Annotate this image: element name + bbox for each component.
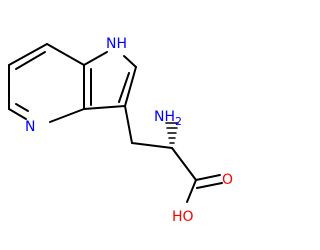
bond-c-o-double-inner [196,182,223,189]
atom-label-n-pyridine: N [25,119,35,135]
atom-label-amine: NH2 [154,109,182,128]
bond-calpha-cooh [171,147,197,181]
bond-c5-n4-inner [15,103,29,112]
bond-c3-cbeta [124,105,133,144]
atom-label-carbonyl-oxygen: O [222,172,233,188]
bond-c-oh [186,179,197,203]
atom-label-nh-indole: NH [106,36,127,52]
structure-canvas: NH N NH2 O HO [8,36,234,225]
bond-c2-c3-inner [118,72,130,103]
bond-n4-c3a [49,108,85,123]
amine-subscript: 2 [175,115,182,128]
amine-symbol: NH [154,109,175,125]
bond-c7a-c7 [46,43,85,66]
bond-c2-c3 [124,66,137,107]
molecule-structure: NH N NH2 O HO [8,36,233,225]
bond-c3-c3a [83,105,126,110]
stereo-hash-bond [165,122,179,144]
bond-c-o-double [195,174,221,181]
bond-c7-c6-inner [15,51,46,70]
bond-c7-c6 [8,43,48,66]
bond-cbeta-calpha [131,142,173,149]
bond-n1-c2 [123,55,137,68]
bond-c5-n4 [8,108,27,120]
atom-label-hydroxyl: HO [172,209,194,225]
bond-c7a-n1 [83,51,108,66]
